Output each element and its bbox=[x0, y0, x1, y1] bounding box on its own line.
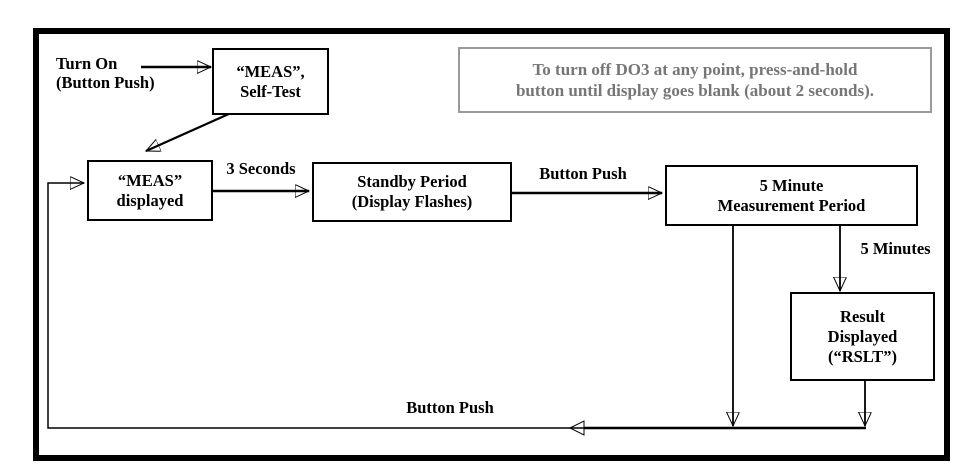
label-five-minutes: 5 Minutes bbox=[860, 239, 931, 258]
node-meas-displayed: “MEAS” displayed bbox=[87, 160, 213, 221]
arrow-selftest-to-displayed bbox=[146, 111, 232, 153]
label-button-push-top: Button Push bbox=[539, 164, 627, 183]
label-button-push-bottom: Button Push bbox=[406, 398, 494, 417]
node-measurement-period: 5 Minute Measurement Period bbox=[665, 165, 918, 226]
node-meas-self-test: “MEAS”, Self-Test bbox=[212, 48, 329, 115]
node-standby-period: Standby Period (Display Flashes) bbox=[312, 162, 512, 222]
label-turn-on: Turn On (Button Push) bbox=[56, 54, 155, 92]
note-box: To turn off DO3 at any point, press-and-… bbox=[458, 47, 932, 113]
label-three-seconds: 3 Seconds bbox=[226, 159, 296, 178]
node-result-displayed: Result Displayed (“RSLT”) bbox=[790, 292, 935, 381]
loop-rail-to-meas-displayed bbox=[47, 183, 584, 429]
outer-frame bbox=[33, 28, 950, 461]
